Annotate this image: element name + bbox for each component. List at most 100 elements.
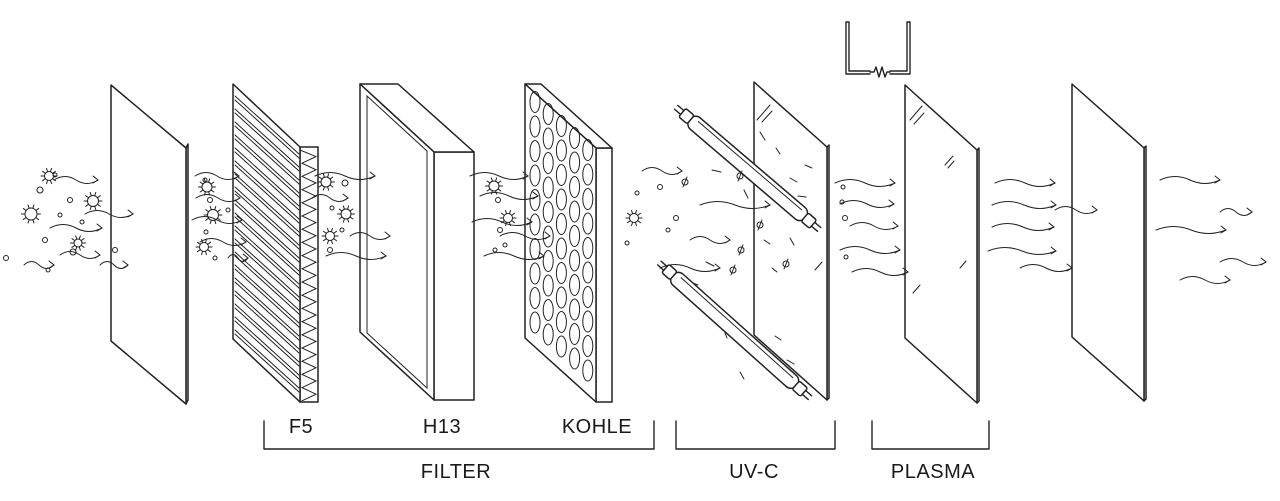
carbon-cell <box>582 286 594 308</box>
pleat-line <box>234 147 300 207</box>
carbon-cell <box>542 323 554 346</box>
carbon-cell <box>569 127 581 149</box>
pleat-line <box>234 225 300 285</box>
particle <box>3 255 9 261</box>
germ-spike <box>490 177 493 182</box>
pleat-line <box>234 99 300 159</box>
germ-spike <box>347 205 350 210</box>
particle <box>207 197 213 203</box>
germ <box>40 167 58 185</box>
particle <box>57 212 63 218</box>
kohle-carbon-cells <box>529 91 594 382</box>
germ-spike <box>627 212 631 216</box>
particles <box>3 172 849 273</box>
germ-spike <box>49 179 52 185</box>
airflow-line <box>53 176 99 184</box>
arrow-head <box>369 171 376 180</box>
pre-filter-panel <box>110 84 189 405</box>
carbon-cell <box>542 176 554 199</box>
airflow-line <box>851 268 909 276</box>
germ-spike <box>349 208 354 212</box>
airflow-line <box>1155 226 1227 234</box>
germ-spike <box>322 186 325 191</box>
pleat-line <box>234 160 300 220</box>
carbon-cell <box>529 262 541 285</box>
carbon-cell <box>542 103 554 125</box>
germ-spike <box>207 249 211 253</box>
germ-spike <box>201 250 204 256</box>
arrow-head <box>888 199 895 208</box>
pleat-line <box>234 329 300 389</box>
germ-spike <box>323 238 327 242</box>
label-plasma: PLASMA <box>890 461 976 483</box>
carbon-cell <box>582 139 594 161</box>
pleat-line <box>234 251 300 311</box>
arrow-head <box>92 175 99 184</box>
germ-spike <box>333 238 337 242</box>
carbon-cell <box>582 188 594 210</box>
germ-spike <box>205 209 210 213</box>
particle <box>36 186 44 194</box>
airflow-line <box>349 232 391 240</box>
virus-ring <box>736 172 744 180</box>
germ-spike <box>497 188 502 192</box>
germ-body <box>320 176 332 188</box>
germ <box>195 238 213 256</box>
germ-spike <box>330 227 333 233</box>
particle <box>225 207 231 213</box>
germ-spike <box>94 205 97 211</box>
germ-spike <box>329 176 334 180</box>
pleat-line <box>234 199 300 259</box>
arrow-head <box>96 223 103 232</box>
filter-bracket <box>263 420 655 450</box>
arrow-head <box>384 231 391 240</box>
arrow-head <box>242 253 249 262</box>
carbon-cell <box>555 213 567 235</box>
airflow-line <box>194 172 240 180</box>
zigzag-line <box>299 149 318 402</box>
particle <box>502 242 508 248</box>
carbon-cell <box>569 151 581 174</box>
pleat-line <box>234 229 300 289</box>
carbon-cell <box>542 274 554 297</box>
carbon-cell <box>569 176 581 198</box>
virus-markers <box>681 170 790 276</box>
particle <box>843 254 849 260</box>
germ-spike <box>209 219 212 225</box>
germ-spike <box>486 180 491 184</box>
germ-spike <box>330 239 333 245</box>
carbon-cell <box>569 274 581 296</box>
uv-ray <box>763 239 771 245</box>
germ-spike <box>197 241 201 245</box>
uv-ray <box>705 261 715 267</box>
germ-spike <box>27 204 30 209</box>
airflow-line <box>479 192 539 200</box>
arrow-head <box>889 178 896 187</box>
airflow-line <box>987 247 1057 255</box>
germ-body <box>87 195 99 207</box>
virus-ring <box>782 260 790 268</box>
pleat-line <box>234 320 300 380</box>
particle <box>341 179 349 187</box>
particle <box>203 229 209 235</box>
arrow-head <box>94 250 101 259</box>
pleat-line <box>234 242 300 302</box>
germ <box>21 204 41 224</box>
pleat-line <box>234 255 300 315</box>
germ-spike <box>205 217 210 221</box>
arrow-head <box>1224 275 1231 284</box>
pleat-line <box>234 186 300 246</box>
germ-body <box>24 207 38 221</box>
germ-body <box>629 213 639 223</box>
germ-spike <box>49 167 52 173</box>
arrow-head <box>902 267 909 276</box>
carbon-cell <box>529 213 541 236</box>
germ-spike <box>32 219 35 224</box>
germs <box>21 167 643 256</box>
arrow-head <box>538 251 545 260</box>
particle <box>329 205 335 211</box>
airflow-line <box>499 232 551 240</box>
carbon-cell <box>529 311 541 334</box>
germ-spike <box>27 219 30 224</box>
germ-spike <box>333 230 337 234</box>
